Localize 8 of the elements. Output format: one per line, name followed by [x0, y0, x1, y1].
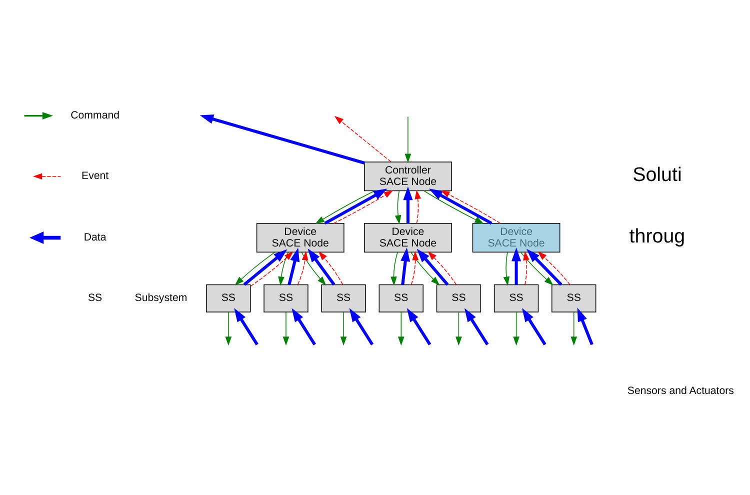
label: Soluti — [632, 164, 682, 186]
label: Sensors and Actuators — [627, 385, 734, 398]
label: SS — [88, 292, 102, 304]
label: throug — [629, 226, 686, 248]
legend-label: Data — [84, 232, 106, 244]
legend-label: Event — [82, 170, 109, 182]
label: Subsystem — [134, 292, 188, 304]
legend-label: Command — [70, 110, 120, 122]
